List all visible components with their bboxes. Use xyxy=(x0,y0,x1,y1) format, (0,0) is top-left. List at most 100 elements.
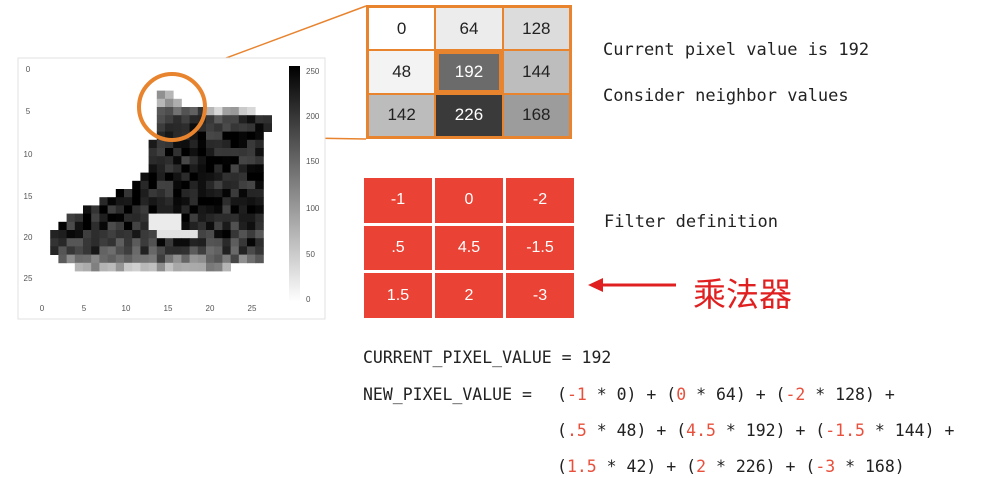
boot-pixel xyxy=(197,139,207,149)
boot-pixel xyxy=(132,246,141,255)
boot-pixel xyxy=(148,213,158,223)
boot-pixel xyxy=(173,189,182,198)
boot-pixel xyxy=(230,238,240,247)
boot-pixel xyxy=(156,115,166,124)
boot-pixel xyxy=(255,131,264,141)
boot-pixel xyxy=(156,189,166,198)
boot-pixel xyxy=(206,131,215,141)
boot-pixel xyxy=(148,180,158,190)
boot-pixel xyxy=(214,230,223,239)
boot-pixel xyxy=(214,107,223,116)
boot-pixel xyxy=(247,205,256,214)
boot-pixel xyxy=(165,221,174,231)
boot-pixel xyxy=(255,221,264,231)
boot-pixel xyxy=(132,238,141,247)
boot-pixel xyxy=(115,230,125,239)
boot-pixel xyxy=(124,189,133,198)
boot-pixel xyxy=(255,115,264,124)
boot-pixel xyxy=(132,197,141,206)
boot-pixel xyxy=(173,123,182,132)
boot-pixel xyxy=(247,189,256,198)
colorbar-gradient xyxy=(289,66,300,302)
boot-pixel xyxy=(74,262,84,272)
boot-pixel xyxy=(181,230,190,239)
boot-pixel xyxy=(173,230,182,239)
boot-pixel xyxy=(74,230,84,239)
boot-pixel xyxy=(83,238,92,247)
boot-pixel xyxy=(148,246,158,255)
boot-pixel xyxy=(197,180,207,190)
boot-pixel xyxy=(230,254,240,264)
boot-pixel xyxy=(230,107,240,116)
boot-pixel xyxy=(107,213,117,223)
boot-pixel xyxy=(99,246,108,255)
boot-pixel xyxy=(148,189,158,198)
pixel-cell: 0 xyxy=(368,7,436,51)
formula-text: * 192) + ( xyxy=(715,421,826,440)
boot-pixel xyxy=(222,164,231,173)
boot-pixel xyxy=(214,246,223,255)
neighbor-values-label: Consider neighbor values xyxy=(603,86,849,106)
formula-text: * 128) + xyxy=(805,385,895,404)
filter-cell: 4.5 xyxy=(435,225,503,271)
boot-pixel xyxy=(214,164,223,173)
pixel-cell: 226 xyxy=(435,93,503,137)
boot-pixel xyxy=(156,148,166,157)
boot-pixel xyxy=(255,230,264,239)
boot-pixel xyxy=(197,221,207,231)
boot-pixel xyxy=(74,213,84,223)
boot-pixel xyxy=(197,254,207,264)
boot-pixel xyxy=(247,197,256,206)
boot-pixel xyxy=(238,148,248,157)
filter-coefficient: -1 xyxy=(566,385,587,404)
boot-pixel xyxy=(165,164,174,173)
boot-pixel xyxy=(247,180,256,190)
boot-pixel xyxy=(173,98,182,108)
boot-pixel xyxy=(238,238,248,247)
boot-pixel xyxy=(50,230,59,239)
boot-pixel xyxy=(238,172,248,182)
boot-pixel xyxy=(58,238,67,247)
boot-pixel xyxy=(99,254,108,264)
boot-pixel xyxy=(222,254,231,264)
boot-pixel xyxy=(66,246,76,255)
boot-pixel xyxy=(148,172,158,182)
boot-pixel xyxy=(206,172,215,182)
formula-text: * 0) + ( xyxy=(586,385,677,404)
boot-pixel xyxy=(222,262,231,272)
boot-pixel xyxy=(189,213,199,223)
boot-pixel xyxy=(214,139,223,149)
boot-pixel xyxy=(238,254,248,264)
boot-pixel xyxy=(206,221,215,231)
boot-pixel xyxy=(66,254,76,264)
boot-pixel xyxy=(189,131,199,141)
boot-pixel xyxy=(156,254,166,264)
boot-pixel xyxy=(214,115,223,124)
boot-pixel xyxy=(165,230,174,239)
boot-pixel xyxy=(263,115,272,124)
boot-pixel xyxy=(107,238,117,247)
pixel-cell: 144 xyxy=(502,50,570,94)
boot-pixel xyxy=(99,197,108,206)
boot-pixel xyxy=(247,139,256,149)
highlight-circle xyxy=(137,72,207,142)
boot-pixel xyxy=(173,205,182,214)
boot-pixel xyxy=(115,221,125,231)
boot-pixel xyxy=(222,180,231,190)
boot-pixel xyxy=(255,148,264,157)
formula-text: * 144) + xyxy=(865,421,955,440)
boot-pixel xyxy=(132,213,141,223)
boot-pixel xyxy=(173,172,182,182)
colorbar-tick-label: 150 xyxy=(306,157,320,166)
boot-pixel xyxy=(140,254,149,264)
arrow-head-icon xyxy=(588,278,603,292)
boot-pixel xyxy=(148,238,158,247)
y-tick-label: 10 xyxy=(24,150,33,159)
boot-pixel xyxy=(247,123,256,132)
boot-pixel xyxy=(181,189,190,198)
boot-pixel xyxy=(247,107,256,116)
boot-pixel xyxy=(181,205,190,214)
boot-pixel xyxy=(124,221,133,231)
boot-pixel xyxy=(148,139,158,149)
